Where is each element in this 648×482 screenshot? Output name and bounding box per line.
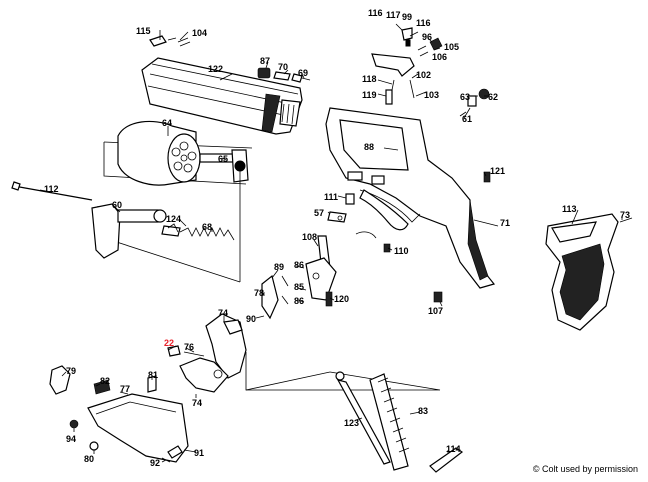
callout-91: 91 (194, 448, 204, 458)
callout-90: 90 (246, 314, 256, 324)
copyright-credit: © Colt used by permission (532, 464, 638, 474)
callout-116: 116 (416, 18, 431, 28)
callout-94: 94 (66, 434, 76, 444)
callout-81: 81 (148, 370, 158, 380)
callout-22-highlighted: 22 (164, 338, 174, 348)
callout-60: 60 (112, 200, 122, 210)
callout-63: 63 (460, 92, 470, 102)
callout-116: 116 (368, 8, 383, 18)
callout-108: 108 (302, 232, 317, 242)
callout-105: 105 (444, 42, 459, 52)
callout-80: 80 (84, 454, 94, 464)
callout-115: 115 (136, 26, 151, 36)
hand-and-sideplate (49, 365, 189, 463)
callout-92: 92 (150, 458, 160, 468)
hammer-trigger-group (261, 257, 337, 320)
grip-part (545, 213, 633, 331)
callout-110: 110 (394, 246, 409, 256)
mainspring-screw (433, 291, 443, 303)
crane-spring-assembly (91, 164, 241, 283)
frame-part (325, 107, 496, 289)
callout-78: 78 (254, 288, 264, 298)
callout-113: 113 (562, 204, 577, 214)
callout-120: 120 (334, 294, 349, 304)
callout-76: 76 (184, 342, 194, 352)
callout-87: 87 (260, 56, 270, 66)
callout-70: 70 (278, 62, 288, 72)
leader-lines (39, 23, 623, 463)
callout-73: 73 (620, 210, 630, 220)
ejector-rod-part (11, 181, 93, 201)
callout-111: 111 (324, 192, 338, 202)
callout-74: 74 (218, 308, 228, 318)
callout-124: 124 (166, 214, 181, 224)
callout-118: 118 (362, 74, 377, 84)
callout-77: 77 (120, 384, 130, 394)
sideplate-lower-group (167, 313, 441, 393)
callout-64: 64 (162, 118, 172, 128)
callout-99: 99 (402, 12, 412, 22)
callout-86: 86 (294, 260, 304, 270)
callout-122: 122 (208, 64, 223, 74)
callout-96: 96 (422, 32, 432, 42)
callout-89: 89 (274, 262, 284, 272)
callout-117: 117 (386, 10, 401, 20)
callout-103: 103 (424, 90, 439, 100)
callout-102: 102 (416, 70, 431, 80)
callout-68: 68 (202, 222, 212, 232)
callout-86: 86 (294, 296, 304, 306)
callout-123: 123 (344, 418, 359, 428)
callout-71: 71 (500, 218, 510, 228)
callout-69: 69 (298, 68, 308, 78)
callout-85: 85 (294, 282, 304, 292)
callout-119: 119 (362, 90, 377, 100)
pin-115-104 (149, 35, 191, 47)
callout-88: 88 (364, 142, 374, 152)
barrel-part (141, 57, 303, 135)
callout-62: 62 (488, 92, 498, 102)
callout-104: 104 (192, 28, 207, 38)
callout-83: 83 (418, 406, 428, 416)
callout-82: 82 (100, 376, 110, 386)
callout-65: 65 (218, 154, 228, 164)
rear-sight-parts (371, 27, 443, 105)
latch-screws (463, 88, 490, 119)
callout-121: 121 (490, 166, 505, 176)
callout-107: 107 (428, 306, 443, 316)
callout-57: 57 (314, 208, 324, 218)
callout-74: 74 (192, 398, 202, 408)
callout-106: 106 (432, 52, 447, 62)
callout-79: 79 (66, 366, 76, 376)
front-sight-parts (257, 67, 311, 83)
callout-labels: 115 104 116 117 99 116 96 105 106 122 87… (44, 8, 630, 468)
cylinder-part (103, 120, 253, 186)
callout-114: 114 (446, 444, 461, 454)
mainspring-parts (335, 371, 464, 473)
callout-112: 112 (44, 184, 59, 194)
callout-61: 61 (462, 114, 472, 124)
